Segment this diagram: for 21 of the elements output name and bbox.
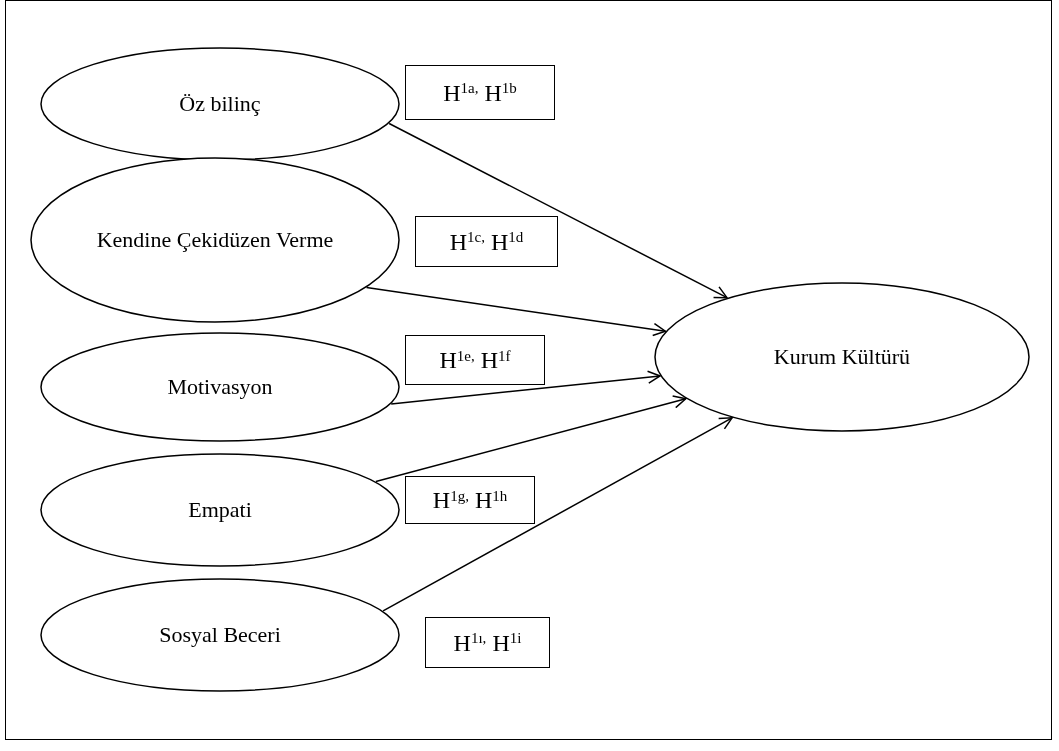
arrow — [365, 286, 667, 337]
arrow — [390, 370, 661, 405]
hypothesis-box — [415, 216, 558, 267]
hypothesis-box — [405, 335, 545, 385]
hypothesis-label: H$^{1c,}$ H$^{1d}$ — [449, 227, 524, 257]
node-label: Empati — [188, 496, 252, 525]
hypothesis-box — [405, 65, 555, 120]
node-label: Kurum Kültürü — [773, 343, 911, 372]
hypothesis-label: H$^{1g,}$ H$^{1h}$ — [432, 486, 508, 515]
hypothesis-label: H$^{1a,}$ H$^{1b}$ — [443, 78, 517, 108]
hypothesis-box — [425, 617, 550, 668]
node-label: Sosyal Beceri — [159, 621, 281, 650]
hypothesis-label: H$^{1e,}$ H$^{1f}$ — [439, 346, 511, 375]
arrow — [375, 395, 687, 483]
node-label: Kendine Çekidüzen Verme — [96, 226, 334, 255]
hypothesis-box — [405, 476, 535, 524]
node-label: Motivasyon — [167, 373, 273, 402]
node-label: Öz bilinç — [179, 90, 261, 119]
arrow — [388, 122, 728, 299]
arrow — [382, 417, 733, 612]
hypothesis-label: H$^{1ı,}$ H$^{1i}$ — [453, 628, 522, 658]
